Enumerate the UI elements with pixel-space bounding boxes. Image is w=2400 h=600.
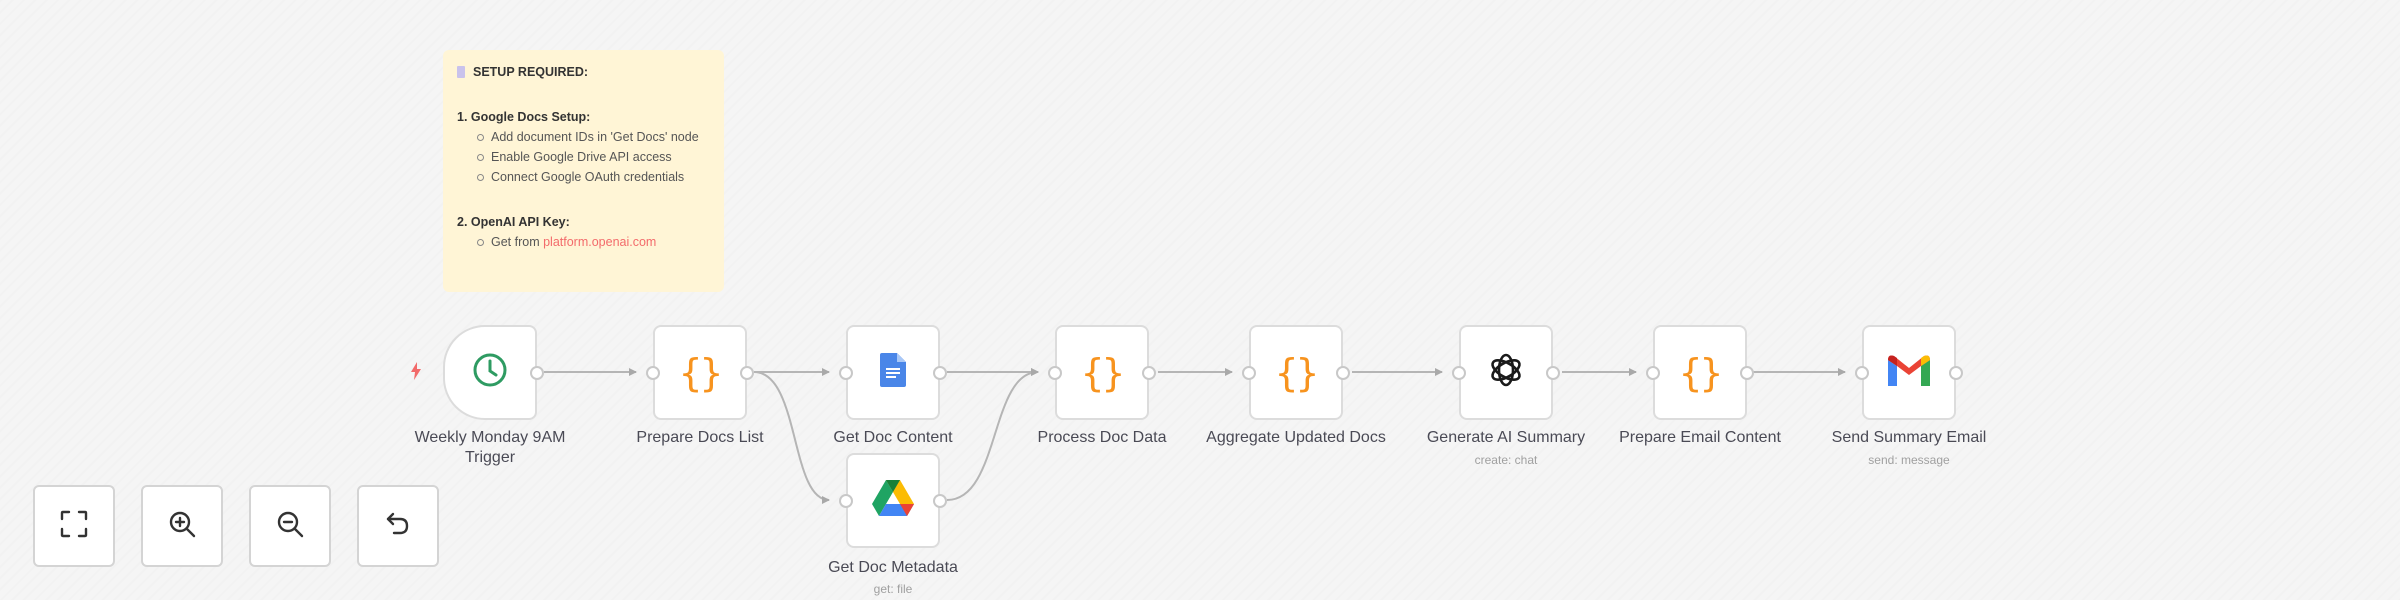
google-docs-icon: [880, 353, 906, 392]
clock-icon: [472, 352, 508, 393]
fit-view-button[interactable]: [33, 485, 115, 567]
input-handle[interactable]: [1855, 365, 1869, 380]
output-handle[interactable]: [740, 365, 754, 380]
undo-icon: [383, 509, 413, 544]
zoom-in-icon: [167, 509, 197, 544]
setup-sticky-note[interactable]: SETUP REQUIRED: 1. Google Docs Setup: Ad…: [443, 50, 724, 292]
node-aggregate-updated-docs[interactable]: {}: [1242, 325, 1350, 420]
output-handle[interactable]: [530, 365, 544, 380]
code-braces-icon: {}: [679, 350, 723, 395]
input-handle[interactable]: [1646, 365, 1660, 380]
sticky-section-heading: 1. Google Docs Setup:: [457, 110, 591, 124]
zoom-out-button[interactable]: [249, 485, 331, 567]
input-handle[interactable]: [1048, 365, 1062, 380]
node-weekly-trigger[interactable]: [443, 325, 544, 420]
node-get-doc-content[interactable]: [839, 325, 947, 420]
google-drive-icon: [872, 480, 914, 521]
node-label: Process Doc Data: [1037, 429, 1167, 446]
openai-icon: [1486, 350, 1526, 395]
input-handle[interactable]: [839, 493, 853, 508]
output-handle[interactable]: [1336, 365, 1350, 380]
input-handle[interactable]: [1452, 365, 1466, 380]
node-label: Aggregate Updated Docs: [1206, 429, 1386, 446]
output-handle[interactable]: [1142, 365, 1156, 380]
sticky-section-heading: 2. OpenAI API Key:: [457, 215, 570, 229]
fit-view-icon: [59, 509, 89, 544]
sticky-list-item: Connect Google OAuth credentials: [477, 167, 710, 187]
node-label: Prepare Email Content: [1619, 429, 1781, 446]
input-handle[interactable]: [1242, 365, 1256, 380]
node-process-doc-data[interactable]: {}: [1048, 325, 1156, 420]
sticky-list: Add document IDs in 'Get Docs' node Enab…: [457, 127, 710, 187]
input-handle[interactable]: [839, 365, 853, 380]
reset-zoom-button[interactable]: [357, 485, 439, 567]
zoom-in-button[interactable]: [141, 485, 223, 567]
input-handle[interactable]: [646, 365, 660, 380]
node-subtitle: send: message: [1868, 453, 1950, 467]
output-handle[interactable]: [1740, 365, 1754, 380]
output-handle[interactable]: [933, 493, 947, 508]
sticky-list-item: Get from platform.openai.com: [477, 232, 710, 252]
node-generate-ai-summary[interactable]: [1452, 325, 1560, 420]
node-label: Generate AI Summary: [1426, 429, 1586, 446]
node-prepare-docs-list[interactable]: {}: [646, 325, 754, 420]
output-handle[interactable]: [933, 365, 947, 380]
memo-icon: [457, 66, 465, 78]
openai-platform-link[interactable]: platform.openai.com: [543, 235, 657, 249]
node-prepare-email-content[interactable]: {}: [1646, 325, 1754, 420]
sticky-list: Get from platform.openai.com: [457, 232, 710, 252]
trigger-bolt-icon: [410, 362, 422, 383]
code-braces-icon: {}: [1081, 350, 1125, 395]
code-braces-icon: {}: [1679, 350, 1723, 395]
sticky-title: SETUP REQUIRED:: [457, 62, 710, 82]
node-label: Get Doc Metadata: [828, 559, 958, 576]
node-label: Prepare Docs List: [636, 429, 764, 446]
sticky-list-item: Add document IDs in 'Get Docs' node: [477, 127, 710, 147]
node-send-summary-email[interactable]: [1855, 325, 1963, 420]
output-handle[interactable]: [1949, 365, 1963, 380]
gmail-icon: [1888, 354, 1930, 391]
node-label: Weekly Monday 9AM Trigger: [414, 429, 566, 466]
node-label: Get Doc Content: [833, 429, 953, 446]
code-braces-icon: {}: [1275, 350, 1319, 395]
output-handle[interactable]: [1546, 365, 1560, 380]
node-label: Send Summary Email: [1831, 429, 1987, 446]
node-subtitle: create: chat: [1474, 453, 1538, 467]
node-subtitle: get: file: [873, 582, 913, 596]
zoom-out-icon: [275, 509, 305, 544]
sticky-list-item: Enable Google Drive API access: [477, 147, 710, 167]
node-get-doc-metadata[interactable]: [839, 453, 947, 548]
